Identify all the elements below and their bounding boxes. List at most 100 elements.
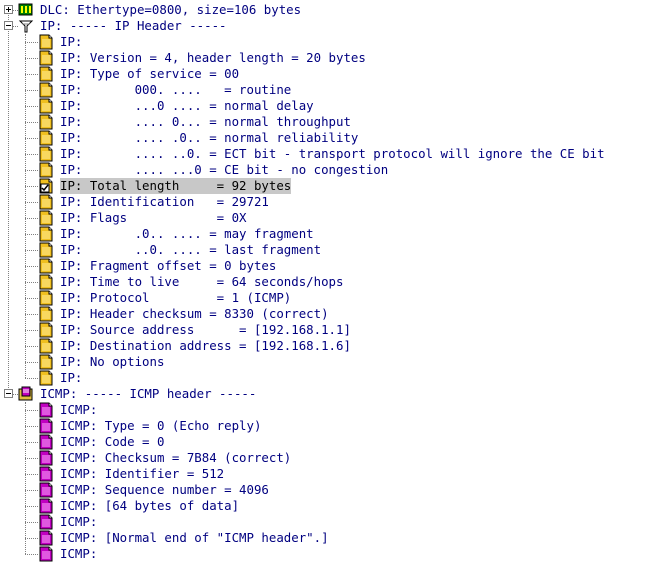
tree-leaf[interactable]: IP: ..0. .... = last fragment [0,242,660,258]
tree-leaf-label: ICMP: [60,546,98,561]
collapse-icon[interactable] [4,389,13,398]
ip-page-icon [38,290,54,306]
tree-leaf-label: IP: [60,34,83,49]
tree-leaf-label: ICMP: [Normal end of "ICMP header".] [60,530,329,545]
tree-connector [25,442,38,443]
tree-leaf[interactable]: IP: .... 0... = normal throughput [0,114,660,130]
tree-leaf[interactable]: IP: [0,34,660,50]
expand-icon[interactable] [4,5,13,14]
tree-connector [25,314,38,315]
tree-leaf[interactable]: IP: Version = 4, header length = 20 byte… [0,50,660,66]
ip-page-icon [38,338,54,354]
tree-connector [13,394,18,395]
tree-leaf-label: IP: Total length = 92 bytes [60,178,292,194]
ip-page-icon [38,194,54,210]
tree-connector [25,298,38,299]
tree-connector [25,506,38,507]
tree-leaf[interactable]: ICMP: [0,546,660,562]
ip-page-icon [38,146,54,162]
tree-branch-connector [25,34,26,378]
tree-leaf-label: IP: Fragment offset = 0 bytes [60,258,277,273]
icmp-page-icon [38,450,54,466]
tree-leaf[interactable]: ICMP: Type = 0 (Echo reply) [0,418,660,434]
tree-connector [25,330,38,331]
collapse-icon[interactable] [4,21,13,30]
tree-node-label: IP: ----- IP Header ----- [40,18,227,33]
icmp-page-icon [38,530,54,546]
tree-leaf[interactable]: IP: Fragment offset = 0 bytes [0,258,660,274]
tree-leaf[interactable]: ICMP: Sequence number = 4096 [0,482,660,498]
tree-node[interactable]: ICMP: ----- ICMP header ----- [0,386,660,402]
ip-page-icon [38,258,54,274]
tree-leaf-label: IP: Header checksum = 8330 (correct) [60,306,329,321]
tree-leaf[interactable]: IP: Type of service = 00 [0,66,660,82]
tree-leaf-label: IP: .... 0... = normal throughput [60,114,351,129]
ip-page-icon [38,274,54,290]
tree-connector [25,154,38,155]
tree-leaf[interactable]: ICMP: [Normal end of "ICMP header".] [0,530,660,546]
tree-leaf[interactable]: ICMP: Identifier = 512 [0,466,660,482]
tree-leaf[interactable]: IP: ...0 .... = normal delay [0,98,660,114]
tree-leaf[interactable]: ICMP: Code = 0 [0,434,660,450]
protocol-tree-icon [18,18,34,34]
icmp-page-icon [38,466,54,482]
tree-leaf[interactable]: IP: .... .0.. = normal reliability [0,130,660,146]
ip-page-icon [38,210,54,226]
tree-leaf[interactable]: IP: Header checksum = 8330 (correct) [0,306,660,322]
tree-leaf[interactable]: IP: Source address = [192.168.1.1] [0,322,660,338]
tree-leaf[interactable]: IP: No options [0,354,660,370]
tree-connector [25,74,38,75]
tree-leaf[interactable]: ICMP: [0,402,660,418]
tree-connector [25,138,38,139]
tree-leaf[interactable]: IP: Destination address = [192.168.1.6] [0,338,660,354]
tree-connector [13,10,18,11]
tree-leaf[interactable]: IP: Flags = 0X [0,210,660,226]
ip-page-icon [38,226,54,242]
tree-connector [13,26,18,27]
tree-leaf-label: IP: Version = 4, header length = 20 byte… [60,50,366,65]
tree-connector [25,522,38,523]
tree-node[interactable]: DLC: Ethertype=0800, size=106 bytes [0,2,660,18]
tree-leaf[interactable]: ICMP: [64 bytes of data] [0,498,660,514]
tree-connector [25,122,38,123]
tree-leaf-label: IP: .0.. .... = may fragment [60,226,314,241]
tree-connector [25,42,38,43]
tree-node-label: DLC: Ethertype=0800, size=106 bytes [40,2,302,17]
tree-leaf-label: IP: .... ..0. = ECT bit - transport prot… [60,146,605,161]
tree-leaf[interactable]: IP: Total length = 92 bytes [0,178,660,194]
tree-leaf-label: IP: Destination address = [192.168.1.6] [60,338,351,353]
tree-connector [25,282,38,283]
tree-leaf[interactable]: IP: [0,370,660,386]
ip-page-icon [38,114,54,130]
tree-leaf-label: ICMP: [64 bytes of data] [60,498,240,513]
tree-leaf[interactable]: IP: 000. .... = routine [0,82,660,98]
tree-connector [25,90,38,91]
tree-leaf[interactable]: ICMP: Checksum = 7B84 (correct) [0,450,660,466]
tree-leaf[interactable]: IP: Identification = 29721 [0,194,660,210]
tree-leaf[interactable]: ICMP: [0,514,660,530]
tree-branch-connector [25,402,26,554]
tree-connector [25,234,38,235]
tree-leaf[interactable]: IP: Time to live = 64 seconds/hops [0,274,660,290]
tree-leaf-label: IP: [60,370,83,385]
tree-leaf[interactable]: IP: .... ...0 = CE bit - no congestion [0,162,660,178]
icmp-page-icon [38,546,54,562]
tree-leaf[interactable]: IP: .... ..0. = ECT bit - transport prot… [0,146,660,162]
tree-leaf-label: ICMP: [60,402,98,417]
tree-connector [25,218,38,219]
tree-leaf-label: IP: ...0 .... = normal delay [60,98,314,113]
tree-leaf-label: IP: Flags = 0X [60,210,247,225]
tree-connector [25,474,38,475]
ip-page-icon [38,82,54,98]
tree-leaf[interactable]: IP: .0.. .... = may fragment [0,226,660,242]
tree-node[interactable]: IP: ----- IP Header ----- [0,18,660,34]
tree-connector [25,426,38,427]
tree-leaf[interactable]: IP: Protocol = 1 (ICMP) [0,290,660,306]
ip-page-icon [38,354,54,370]
tree-connector [25,170,38,171]
tree-leaf-label: ICMP: Code = 0 [60,434,165,449]
icmp-page-icon [38,514,54,530]
ip-page-icon [38,34,54,50]
tree-connector [25,410,38,411]
